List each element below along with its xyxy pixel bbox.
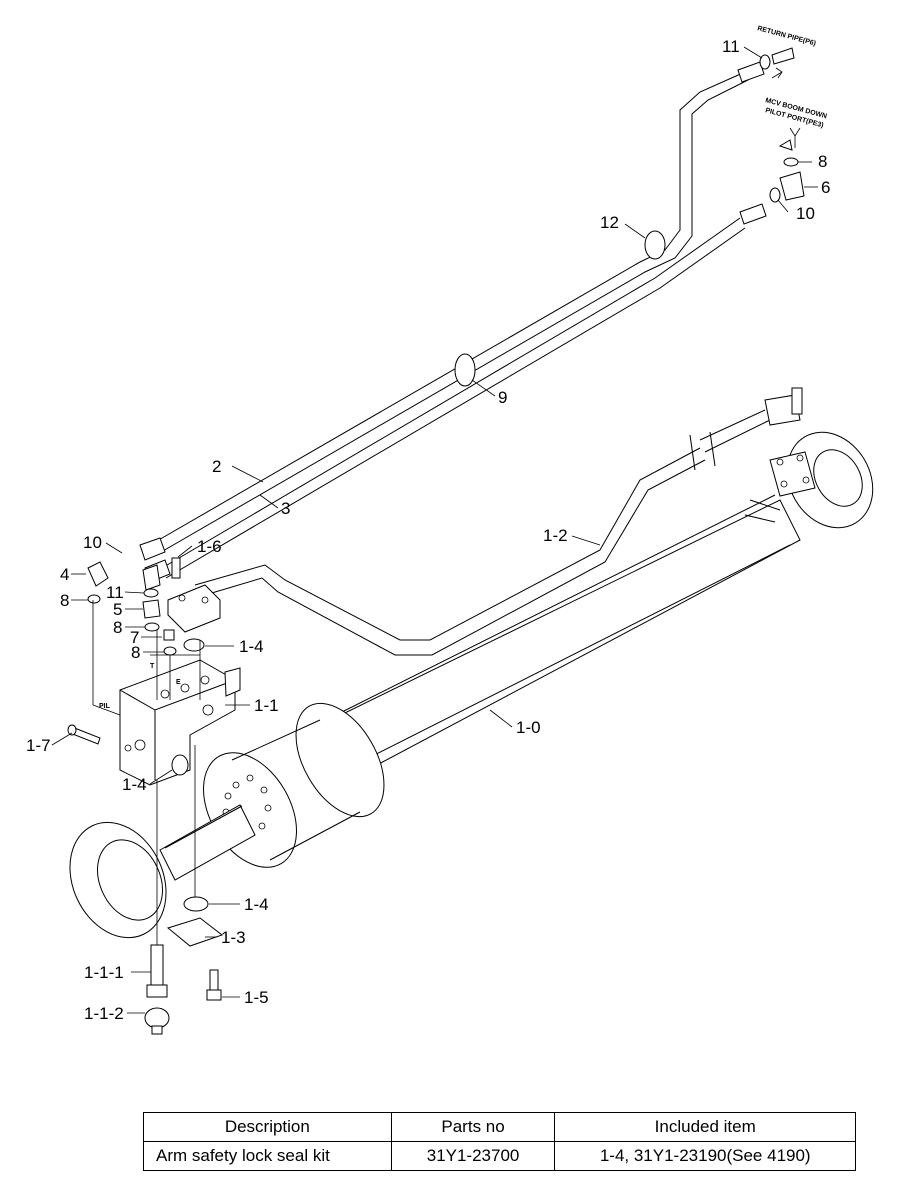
callout-1-4-b: 1-4 [122, 775, 147, 794]
callout-4: 4 [60, 565, 69, 584]
callout-1-4-a: 1-4 [239, 637, 264, 656]
port-label-t: T [150, 663, 155, 670]
hose-assemblies [139, 61, 767, 583]
col-header-parts-no: Parts no [390, 1112, 556, 1142]
col-header-included-item: Included item [554, 1112, 856, 1142]
cell-description: Arm safety lock seal kit [143, 1141, 392, 1171]
callout-12: 12 [600, 213, 619, 232]
table-header-row: Description Parts no Included item [143, 1112, 856, 1142]
callout-1-4-c: 1-4 [244, 895, 269, 914]
callout-8-top: 8 [818, 152, 827, 171]
callout-1-5: 1-5 [244, 988, 269, 1007]
cell-included-item: 1-4, 31Y1-23190(See 4190) [554, 1141, 856, 1171]
callout-8-mid: 8 [113, 618, 122, 637]
cell-parts-no: 31Y1-23700 [390, 1141, 556, 1171]
callout-1-1-1: 1-1-1 [84, 963, 124, 982]
pipe-1-2 [194, 447, 706, 656]
arrow-return-pipe [771, 67, 783, 79]
safety-valve-block [67, 557, 241, 945]
callout-6: 6 [821, 178, 830, 197]
bottom-parts [144, 896, 224, 1035]
callout-1-1-2: 1-1-2 [84, 1004, 124, 1023]
top-fittings [759, 47, 805, 203]
callout-1-0: 1-0 [516, 718, 541, 737]
callout-7: 7 [130, 628, 139, 647]
callout-3: 3 [281, 499, 290, 518]
arrow-boom-down [789, 127, 801, 148]
callout-10-left: 10 [83, 533, 102, 552]
callout-1-1: 1-1 [254, 696, 279, 715]
callout-10-top: 10 [796, 204, 815, 223]
callout-8-left: 8 [60, 591, 69, 610]
arm-cylinder-body [69, 387, 874, 939]
callout-11-top: 11 [722, 37, 740, 56]
table-row: Arm safety lock seal kit 31Y1-23700 1-4,… [143, 1141, 856, 1171]
port-label-e: E [176, 679, 181, 686]
port-label-pil: PIL [99, 703, 111, 710]
callout-1-7: 1-7 [26, 736, 51, 755]
seal-kit-table: Description Parts no Included item Arm s… [143, 1112, 856, 1171]
callout-5: 5 [113, 600, 122, 619]
callout-8-low: 8 [131, 643, 140, 662]
callout-1-2: 1-2 [543, 526, 568, 545]
leader-lines [51, 46, 818, 1014]
callout-1-6: 1-6 [197, 537, 222, 556]
callout-9: 9 [498, 388, 507, 407]
callout-2: 2 [212, 457, 221, 476]
callout-1-3: 1-3 [221, 928, 246, 947]
note-return-pipe: RETURN PIPE(P6) [756, 25, 816, 47]
callout-11-mid: 11 [106, 583, 124, 602]
col-header-description: Description [143, 1112, 392, 1142]
